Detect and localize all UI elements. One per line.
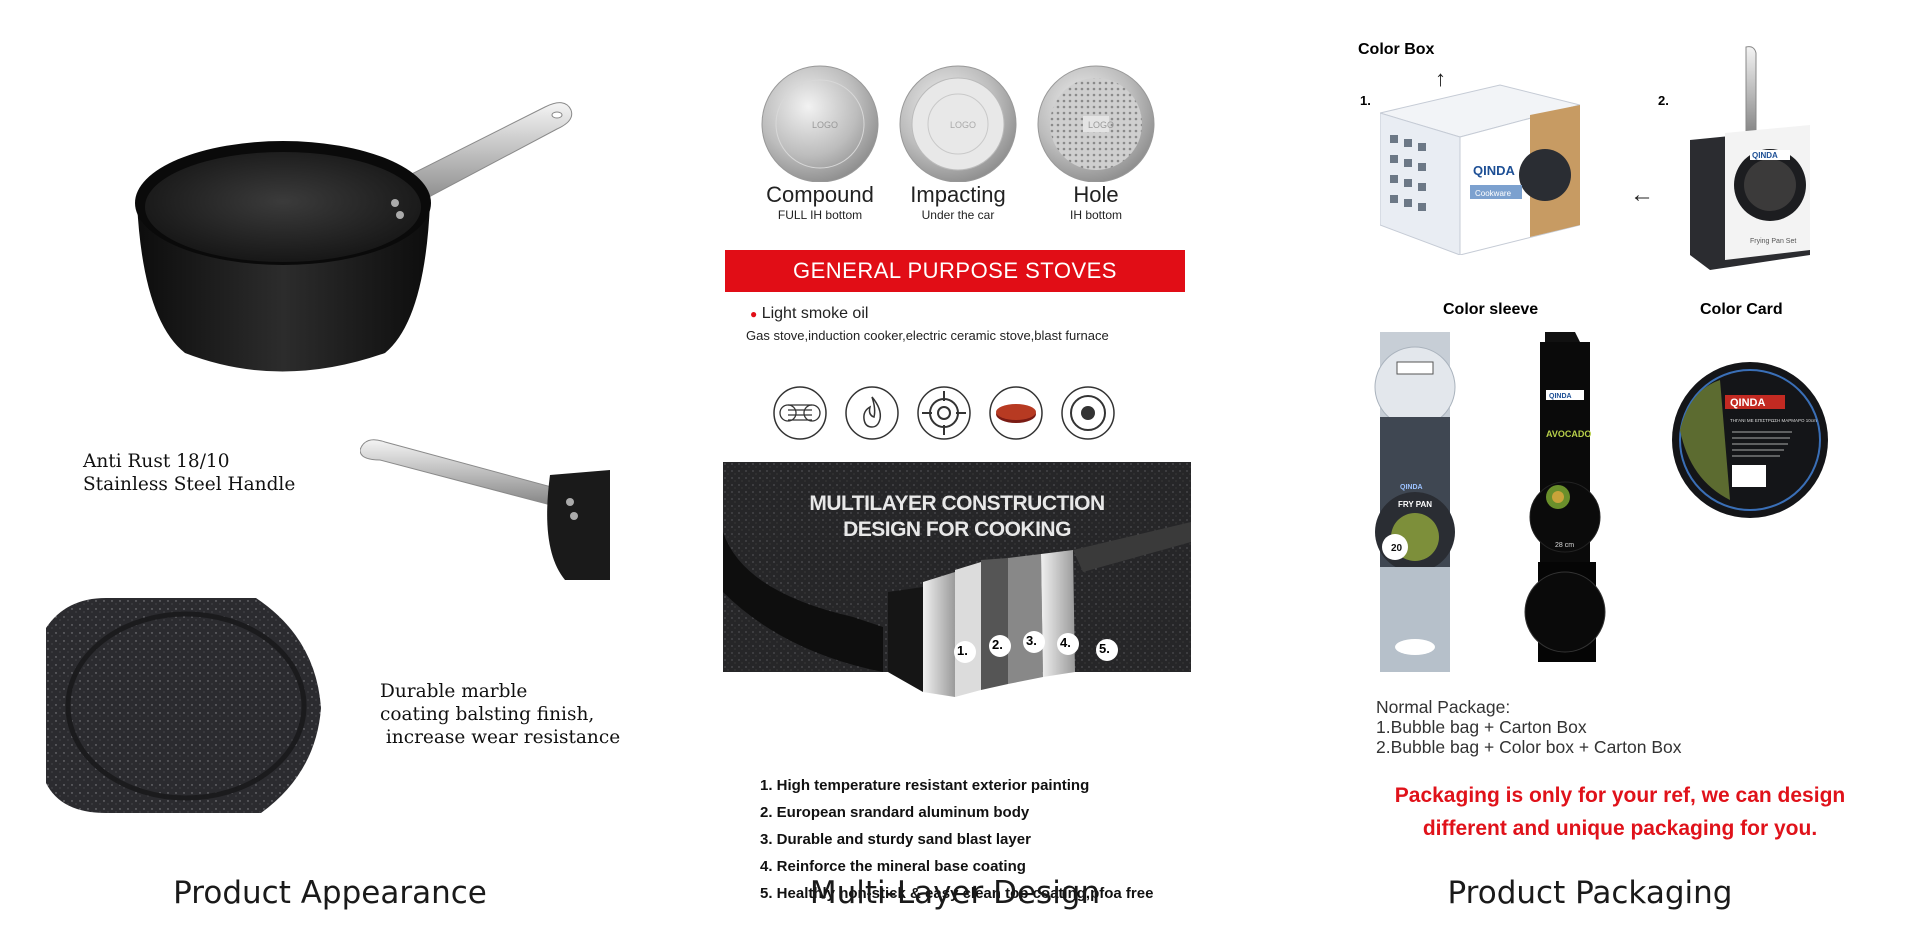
packaging-note-line1: Packaging is only for your ref, we can d…: [1394, 784, 1846, 807]
compound-bottom-icon: LOGO: [761, 65, 879, 182]
svg-text:QINDA: QINDA: [1730, 397, 1766, 409]
construction-title-line1: MULTILAYER CONSTRUCTION: [809, 492, 1105, 515]
layer-number-1: 1.: [957, 643, 968, 658]
bullet-icon: ●: [750, 307, 758, 321]
hole-bottom-icon: LOGO: [1037, 65, 1155, 182]
saucepan-image: [135, 102, 573, 372]
normal-package-option-1: 1.Bubble bag + Carton Box: [1376, 717, 1587, 737]
arrow-left-icon: ←: [1630, 181, 1654, 208]
bottom-impacting: LOGO Impacting Under the car: [893, 62, 1023, 222]
hotplate-icon: [1061, 386, 1115, 440]
bottom-title-compound: Compound: [766, 182, 874, 207]
caption-multi-layer-design: Multi-Layer Design: [809, 875, 1101, 911]
list-item: 4. Reinforce the mineral base coating: [760, 858, 1026, 875]
packaging-panel: Color Box 1. ↑ QINDA Cookware 2. ← QINDA…: [1340, 35, 1900, 855]
list-item: 3. Durable and sturdy sand blast layer: [760, 831, 1031, 848]
packaging-note-line2: different and unique packaging for you.: [1422, 817, 1818, 840]
handle-detail-image: [360, 439, 610, 580]
bottom-title-hole: Hole: [1073, 182, 1119, 207]
stove-icons-row: [772, 385, 1132, 441]
svg-text:Cookware: Cookware: [1475, 189, 1512, 198]
layer-number-3: 3.: [1026, 633, 1037, 648]
svg-text:Frying Pan Set: Frying Pan Set: [1750, 238, 1796, 245]
caption-product-packaging: Product Packaging: [1447, 875, 1733, 911]
handle-description: Anti Rust 18/10 Stainless Steel Handle: [83, 451, 296, 495]
svg-text:ΤΗΓΑΝΙ ΜΕ ΕΠΙΣΤΡΩΣΗ ΜΑΡΜΑΡΟ 10: ΤΗΓΑΝΙ ΜΕ ΕΠΙΣΤΡΩΣΗ ΜΑΡΜΑΡΟ 10cm: [1730, 418, 1817, 423]
appearance-panel: Anti Rust 18/10 Stainless Steel Handle D…: [30, 60, 630, 840]
bottom-sub-compound: FULL IH bottom: [777, 208, 863, 222]
layer-number-5: 5.: [1099, 641, 1110, 656]
smoke-oil-text: Light smoke oil: [761, 305, 869, 322]
arrow-up-icon: ↑: [1435, 66, 1446, 91]
color-card-label: Color Card: [1700, 301, 1783, 318]
svg-text:LOGO: LOGO: [950, 120, 976, 130]
color-box-label: Color Box: [1358, 41, 1435, 58]
svg-text:28 cm: 28 cm: [1555, 542, 1574, 549]
bottom-title-impacting: Impacting: [910, 182, 1006, 207]
svg-text:FRY PAN: FRY PAN: [1398, 500, 1432, 509]
layer-number-4: 4.: [1060, 635, 1071, 650]
bottom-sub-impacting: Under the car: [921, 208, 995, 222]
layer-list: 1. High temperature resistant exterior p…: [760, 772, 1153, 907]
bottom-compound: LOGO Compound FULL IH bottom: [755, 62, 885, 222]
coating-description: Durable marble coating balsting finish, …: [380, 681, 621, 748]
list-item: 2. European srandard aluminum body: [760, 804, 1030, 821]
bottom-hole: LOGO Hole IH bottom: [1031, 62, 1161, 222]
ceramic-plate-icon: [989, 386, 1043, 440]
svg-text:LOGO: LOGO: [812, 120, 838, 130]
stove-types-text: Gas stove,induction cooker,electric cera…: [746, 328, 1109, 343]
multilayer-panel: LOGO Compound FULL IH bottom LOGO Impact…: [715, 60, 1195, 902]
svg-text:QINDA: QINDA: [1473, 163, 1516, 178]
impacting-bottom-icon: LOGO: [899, 65, 1017, 182]
caption-product-appearance: Product Appearance: [173, 875, 487, 911]
layer-number-2: 2.: [992, 637, 1003, 652]
construction-title-line2: DESIGN FOR COOKING: [843, 518, 1071, 541]
svg-text:20: 20: [1391, 543, 1403, 554]
normal-package-title: Normal Package:: [1376, 697, 1511, 717]
svg-text:LOGO: LOGO: [1088, 120, 1114, 130]
list-item: 5. Healthly non-stick & easy clean top c…: [760, 885, 1154, 902]
marble-coating-image: [46, 598, 321, 813]
normal-package-option-2: 2.Bubble bag + Color box + Carton Box: [1376, 737, 1682, 757]
svg-text:QINDA: QINDA: [1400, 484, 1423, 491]
color-box-image: QINDA Cookware: [1380, 84, 1580, 255]
induction-coil-icon: [773, 386, 827, 440]
svg-text:QINDA: QINDA: [1549, 393, 1572, 400]
color-card-image: QINDA ΤΗΓΑΝΙ ΜΕ ΕΠΙΣΤΡΩΣΗ ΜΑΡΜΑΡΟ 10cm: [1672, 362, 1828, 518]
bottom-sub-hole: IH bottom: [1069, 208, 1123, 222]
package-number-2: 2.: [1658, 93, 1669, 108]
svg-text:QINDA: QINDA: [1752, 151, 1778, 160]
general-purpose-stoves-banner: GENERAL PURPOSE STOVES: [725, 250, 1185, 292]
smoke-oil-line: ● Light smoke oil: [750, 305, 868, 323]
svg-text:AVOCADO: AVOCADO: [1546, 429, 1591, 439]
gas-burner-icon: [917, 386, 971, 440]
list-item: 1. High temperature resistant exterior p…: [760, 777, 1090, 794]
color-sleeve-dark-image: QINDA AVOCADO 28 cm: [1524, 332, 1606, 662]
multilayer-construction-image: MULTILAYER CONSTRUCTION DESIGN FOR COOKI…: [723, 462, 1191, 757]
fry-pan-set-box-image: QINDA Frying Pan Set: [1690, 46, 1810, 270]
color-sleeve-label: Color sleeve: [1443, 301, 1539, 318]
flame-icon: [845, 386, 899, 440]
package-number-1: 1.: [1360, 93, 1371, 108]
color-sleeve-light-image: 20 FRY PAN QINDA: [1374, 332, 1456, 672]
